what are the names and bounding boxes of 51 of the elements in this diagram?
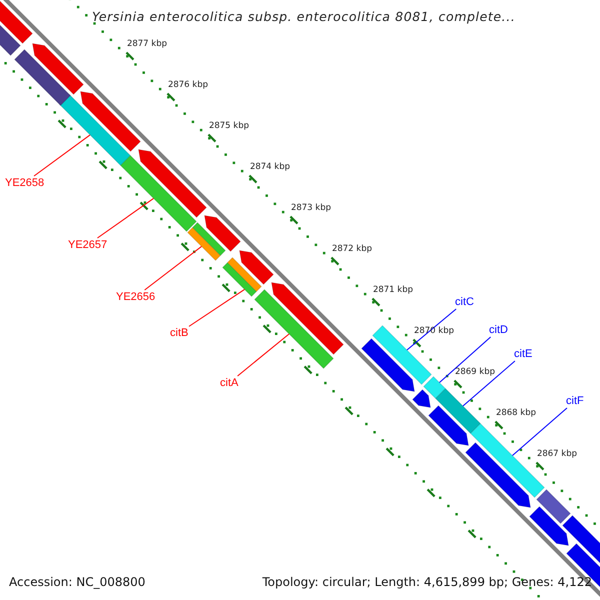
tick-label: 2875 kbp bbox=[208, 121, 249, 132]
tick-label: 2869 kbp bbox=[454, 367, 495, 378]
gene-label: citC bbox=[455, 296, 474, 308]
gene-block bbox=[120, 154, 198, 232]
gene-block bbox=[434, 388, 482, 434]
gene-label: citB bbox=[170, 327, 188, 339]
gene-block bbox=[32, 43, 84, 95]
gene-block bbox=[58, 94, 132, 166]
gene-block bbox=[464, 442, 531, 508]
gene-block bbox=[138, 149, 208, 218]
tick-label: 2874 kbp bbox=[250, 162, 290, 172]
leader-line bbox=[438, 336, 492, 384]
tick-label: 2876 kbp bbox=[168, 80, 208, 90]
gene-block bbox=[204, 215, 242, 252]
gene-block bbox=[14, 48, 72, 106]
gene-block bbox=[226, 256, 262, 292]
tick-label: 2872 kbp bbox=[332, 244, 372, 254]
gene-block bbox=[428, 405, 469, 446]
gene-block bbox=[80, 91, 142, 152]
gene-block bbox=[528, 506, 569, 546]
gene-block bbox=[536, 488, 572, 524]
gene-block bbox=[192, 222, 226, 256]
gene-block bbox=[412, 389, 431, 408]
gene-block bbox=[239, 250, 274, 285]
tick-label: 2877 kbp bbox=[126, 39, 167, 50]
tick-label: 2871 kbp bbox=[372, 285, 413, 296]
gene-label: YE2657 bbox=[68, 239, 108, 251]
tick-label: 2868 kbp bbox=[496, 408, 536, 418]
leader-line bbox=[237, 333, 290, 376]
leader-line bbox=[462, 360, 516, 407]
gene-block bbox=[360, 338, 415, 392]
title: Yersinia enterocolitica subsp. enterocolitica 8081, complete... bbox=[92, 9, 516, 24]
leader-line bbox=[512, 408, 568, 456]
leader-line bbox=[96, 198, 154, 238]
gene-block bbox=[271, 282, 344, 355]
genome-stats-text: Topology: circular; Length: 4,615,899 bp; Genes: 4,122 bbox=[262, 575, 592, 589]
accession-text: Accession: NC_008800 bbox=[9, 575, 146, 589]
gene-label: citE bbox=[514, 348, 532, 360]
gene-label: citA bbox=[220, 377, 238, 389]
gene-label: YE2658 bbox=[5, 177, 44, 189]
tick-label: 2867 kbp bbox=[536, 449, 577, 460]
gene-label: citD bbox=[489, 324, 508, 336]
leader-line bbox=[144, 246, 202, 290]
leader-line bbox=[188, 288, 246, 327]
gene-block bbox=[422, 376, 446, 400]
gene-label: YE2656 bbox=[116, 291, 156, 303]
gene-block bbox=[254, 288, 334, 370]
tick-label: 2873 kbp bbox=[290, 203, 331, 214]
gene-label: citF bbox=[566, 395, 584, 407]
gene-block bbox=[0, 0, 34, 44]
leader-line bbox=[406, 308, 457, 351]
